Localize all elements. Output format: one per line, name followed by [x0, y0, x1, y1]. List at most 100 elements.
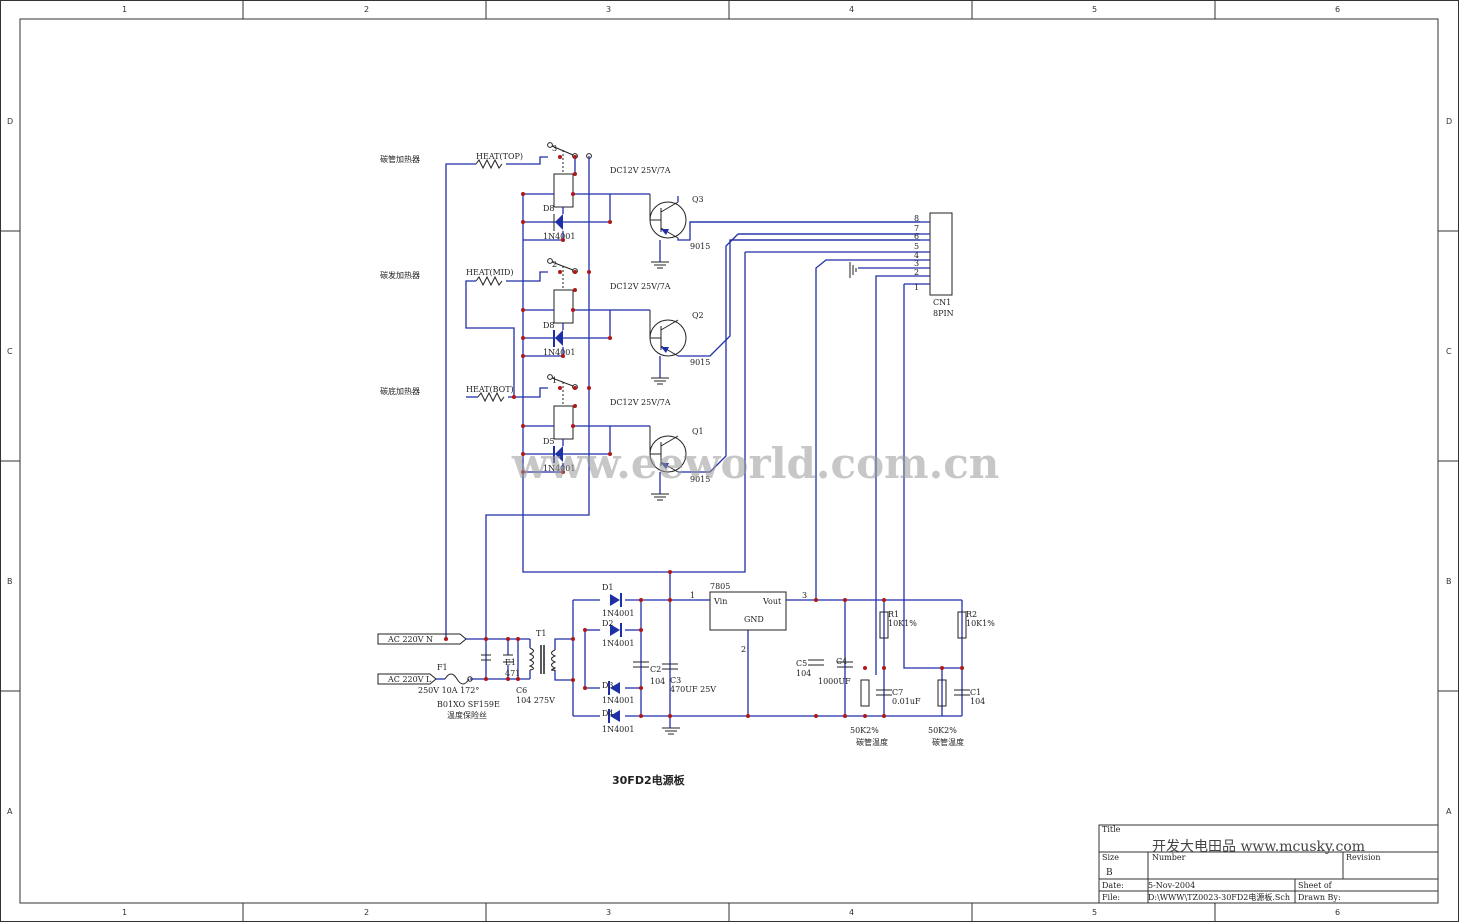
q2-part: 9015	[690, 358, 710, 367]
d4-part: 1N4001	[602, 725, 634, 734]
c4-value: 1000UF	[818, 677, 851, 686]
q2-label: Q2	[692, 311, 704, 320]
e1-value: 471	[505, 669, 520, 678]
d-part-1: 1N4001	[543, 464, 575, 473]
watermark: www.eeworld.com.cn	[511, 439, 999, 488]
heater-bot-resistor	[477, 391, 505, 403]
date-caption: Date:	[1102, 881, 1124, 890]
row-label: C	[7, 347, 13, 356]
revision-caption: Revision	[1346, 853, 1380, 862]
fuse-note: 温度保险丝	[447, 710, 487, 720]
diode-d5	[553, 446, 563, 463]
c4-label: C4	[836, 657, 847, 666]
fuse-part: B01XO SF159E	[437, 700, 500, 709]
c5-label: C5	[796, 659, 807, 668]
fuse-spec: 250V 10A 172°	[418, 686, 479, 695]
ntc2-note: 碳管温度	[932, 737, 964, 747]
size-value: B	[1106, 868, 1113, 878]
c5-value: 104	[796, 669, 811, 678]
col-label: 6	[1335, 908, 1340, 917]
cn-pin-6: 6	[914, 232, 919, 241]
heat-bot-label: HEAT(BOT)	[466, 385, 514, 394]
relay-section: 碳管加热器 碳发加热器 碳底加热器 HEAT(TOP) HEAT(MID) HE…	[380, 142, 962, 735]
col-label: 1	[122, 5, 127, 14]
diode-d8-top	[553, 214, 563, 231]
relay-3-spec: DC12V 25V/7A	[610, 166, 671, 175]
ntc1-note: 碳管温度	[856, 737, 888, 747]
file-caption: File:	[1102, 893, 1120, 902]
row-label: C	[1446, 347, 1452, 356]
row-label: A	[1446, 807, 1452, 816]
relay-1-coil	[553, 405, 574, 440]
cn-pin-1: 1	[914, 283, 919, 292]
cn-pin-3: 3	[914, 259, 919, 268]
d3-label: D3	[602, 681, 614, 690]
regulator-pin1: 1	[690, 591, 695, 600]
svg-text:AC 220V L: AC 220V L	[387, 675, 432, 684]
relay-2-spec: DC12V 25V/7A	[610, 282, 671, 291]
regulator-u1	[709, 591, 787, 631]
c7-value: 0.01uF	[892, 697, 921, 706]
ntc1-value: 50K2%	[850, 726, 879, 735]
cn-pin-5: 5	[914, 242, 919, 251]
col-label: 5	[1092, 908, 1097, 917]
heater-mid-resistor	[475, 275, 503, 287]
size-caption: Size	[1102, 853, 1119, 862]
c1-value: 104	[970, 697, 985, 706]
relay-3-number: 3	[552, 144, 557, 153]
regulator-pin2: 2	[741, 645, 746, 654]
regulator-vout: Vout	[762, 597, 782, 606]
heat-top-label: HEAT(TOP)	[476, 152, 523, 161]
bridge-diodes	[608, 593, 622, 723]
company-name: 开发大电田品 www.mcusky.com	[1152, 839, 1365, 855]
d3-part: 1N4001	[602, 696, 634, 705]
relay-3-coil	[553, 173, 574, 208]
row-label: A	[7, 807, 13, 816]
relay-1-number: 1	[552, 376, 557, 385]
diode-d8-mid	[553, 330, 563, 347]
col-label: 2	[364, 5, 369, 14]
col-label: 6	[1335, 5, 1340, 14]
c3-value: 470UF 25V	[670, 685, 716, 694]
cn-label: CN1	[933, 298, 951, 307]
ntc-2	[937, 679, 947, 707]
board-title: 30FD2电源板	[612, 773, 686, 787]
title-block: Title 开发大电田品 www.mcusky.com Size B Numbe…	[1098, 824, 1439, 904]
d2-label: D2	[602, 619, 614, 628]
junction-dots-top	[512, 155, 612, 474]
ac-n-terminal: AC 220V N	[377, 633, 467, 645]
q1-part: 9015	[690, 475, 710, 484]
heater-bot-cn-label: 碳底加热器	[380, 386, 420, 396]
d-part-2: 1N4001	[543, 348, 575, 357]
connector-cn1	[929, 212, 953, 296]
d1-label: D1	[602, 583, 614, 592]
ground-symbols	[651, 261, 857, 735]
fuse-label: F1	[437, 663, 448, 672]
row-label: B	[7, 577, 13, 586]
r1-label: R1	[888, 610, 899, 619]
power-supply-section: AC 220V N AC 220V L	[377, 570, 995, 787]
cn-pin-4: 4	[914, 251, 919, 260]
r2-value: 10K1%	[966, 619, 995, 628]
col-label: 1	[122, 908, 127, 917]
cn-pin-2: 2	[914, 268, 919, 277]
row-label: B	[1446, 577, 1452, 586]
relay-2-number: 2	[552, 260, 557, 269]
number-caption: Number	[1152, 853, 1186, 862]
drawn-caption: Drawn By:	[1298, 893, 1341, 902]
heater-top-cn-label: 碳管加热器	[380, 154, 420, 164]
d1-part: 1N4001	[602, 609, 634, 618]
col-label: 3	[606, 5, 611, 14]
d-label-3: D8	[543, 204, 555, 213]
r2-label: R2	[966, 610, 977, 619]
d-label-1: D5	[543, 437, 555, 446]
q3-label: Q3	[692, 195, 704, 204]
row-label: D	[7, 117, 13, 126]
ntc-1	[860, 679, 870, 707]
c6-value: 104 275V	[516, 696, 555, 705]
d4-label: D4	[602, 709, 614, 718]
regulator-gnd: GND	[744, 615, 764, 624]
heater-mid-cn-label: 碳发加热器	[380, 270, 420, 280]
c6-label: C6	[516, 686, 527, 695]
